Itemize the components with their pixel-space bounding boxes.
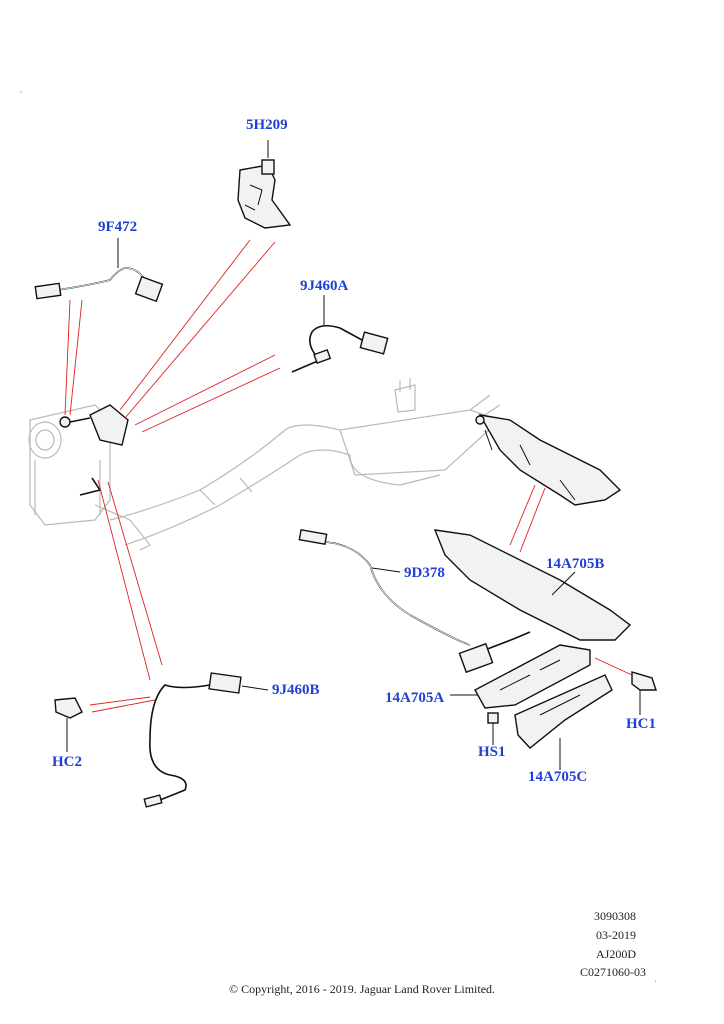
sensor-9f472[interactable] <box>34 267 164 303</box>
callout-14a705b[interactable]: 14A705B <box>546 556 605 572</box>
bracket-5h209[interactable] <box>237 159 292 229</box>
revision-date: 03-2019 <box>596 928 636 942</box>
stud-hs1[interactable] <box>487 712 499 735</box>
sensor-9j460a[interactable] <box>291 324 389 373</box>
svg-text:,: , <box>20 85 22 94</box>
callout-14a705a[interactable]: 14A705A <box>385 690 445 706</box>
leader-lines <box>64 239 633 713</box>
clip-hc2[interactable] <box>54 697 83 719</box>
catalyst-sensor-cluster[interactable] <box>59 404 129 496</box>
reference-number: 3090308 <box>594 909 636 923</box>
callout-9f472[interactable]: 9F472 <box>98 219 138 235</box>
callout-5h209[interactable]: 5H209 <box>246 117 288 133</box>
callout-hc1[interactable]: HC1 <box>626 716 656 732</box>
exhaust-system-ghost <box>28 378 502 551</box>
callout-hs1[interactable]: HS1 <box>478 744 506 760</box>
callout-14a705c[interactable]: 14A705C <box>528 769 588 785</box>
callout-lines <box>66 140 641 770</box>
illustration-code: C0271060-03 <box>580 965 646 979</box>
sensor-9d378[interactable] <box>298 529 531 674</box>
clip-hc1[interactable] <box>631 671 657 691</box>
heat-shield-14a705c[interactable] <box>514 674 613 749</box>
svg-text:': ' <box>655 979 657 988</box>
heat-shield-14a705a[interactable] <box>474 644 591 709</box>
callout-hc2[interactable]: HC2 <box>52 754 82 770</box>
bracket-14a705b[interactable] <box>433 414 632 641</box>
callout-9d378[interactable]: 9D378 <box>404 565 445 581</box>
sensor-9j460b[interactable] <box>143 672 242 808</box>
copyright-notice: © Copyright, 2016 - 2019. Jaguar Land Ro… <box>228 982 496 996</box>
callout-9j460b[interactable]: 9J460B <box>272 682 320 698</box>
engine-code: AJ200D <box>596 947 637 961</box>
callout-9j460a[interactable]: 9J460A <box>300 278 349 294</box>
